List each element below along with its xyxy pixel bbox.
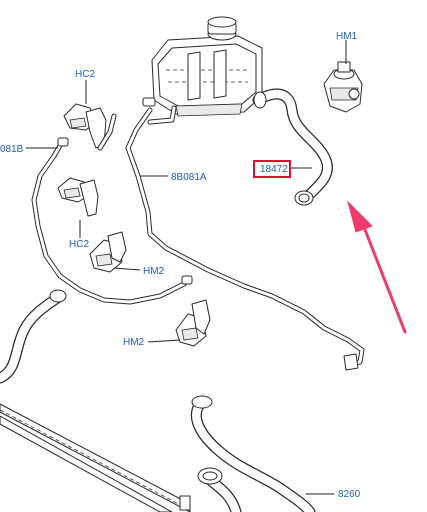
callout-18472: 18472 [260,164,288,175]
callout-hm1: HM1 [336,31,358,42]
highlighted-part-callout[interactable]: 18472 [253,160,291,178]
callout-hm2-upper: HM2 [143,266,165,277]
expansion-tank [142,16,263,125]
bleed-pipe-8b081b [31,137,193,305]
callout-8260: 8260 [338,489,361,500]
callout-8b081b: 081B [0,144,24,155]
callout-hm2-lower: HM2 [123,337,145,348]
clip-hc2-upper [63,103,117,151]
clip-hm2-lower [175,299,211,347]
clip-hm2-upper [89,231,127,273]
radiator [0,403,191,512]
clip-hc2-middle [57,177,99,217]
highlight-box [253,160,291,178]
coolant-hose-upper [252,88,333,206]
thermostat-housing-hm1 [323,61,363,113]
callout-hc2-middle: HC2 [69,239,89,250]
leader-lines [26,40,347,495]
bleed-pipe-8b081a [125,107,365,371]
callout-hc2-upper: HC2 [75,69,95,80]
coolant-hose-8260 [190,395,316,512]
coolant-hose-left [0,289,67,384]
pointer-arrow [347,200,407,334]
callout-8b081a: 8B081A [171,172,207,183]
